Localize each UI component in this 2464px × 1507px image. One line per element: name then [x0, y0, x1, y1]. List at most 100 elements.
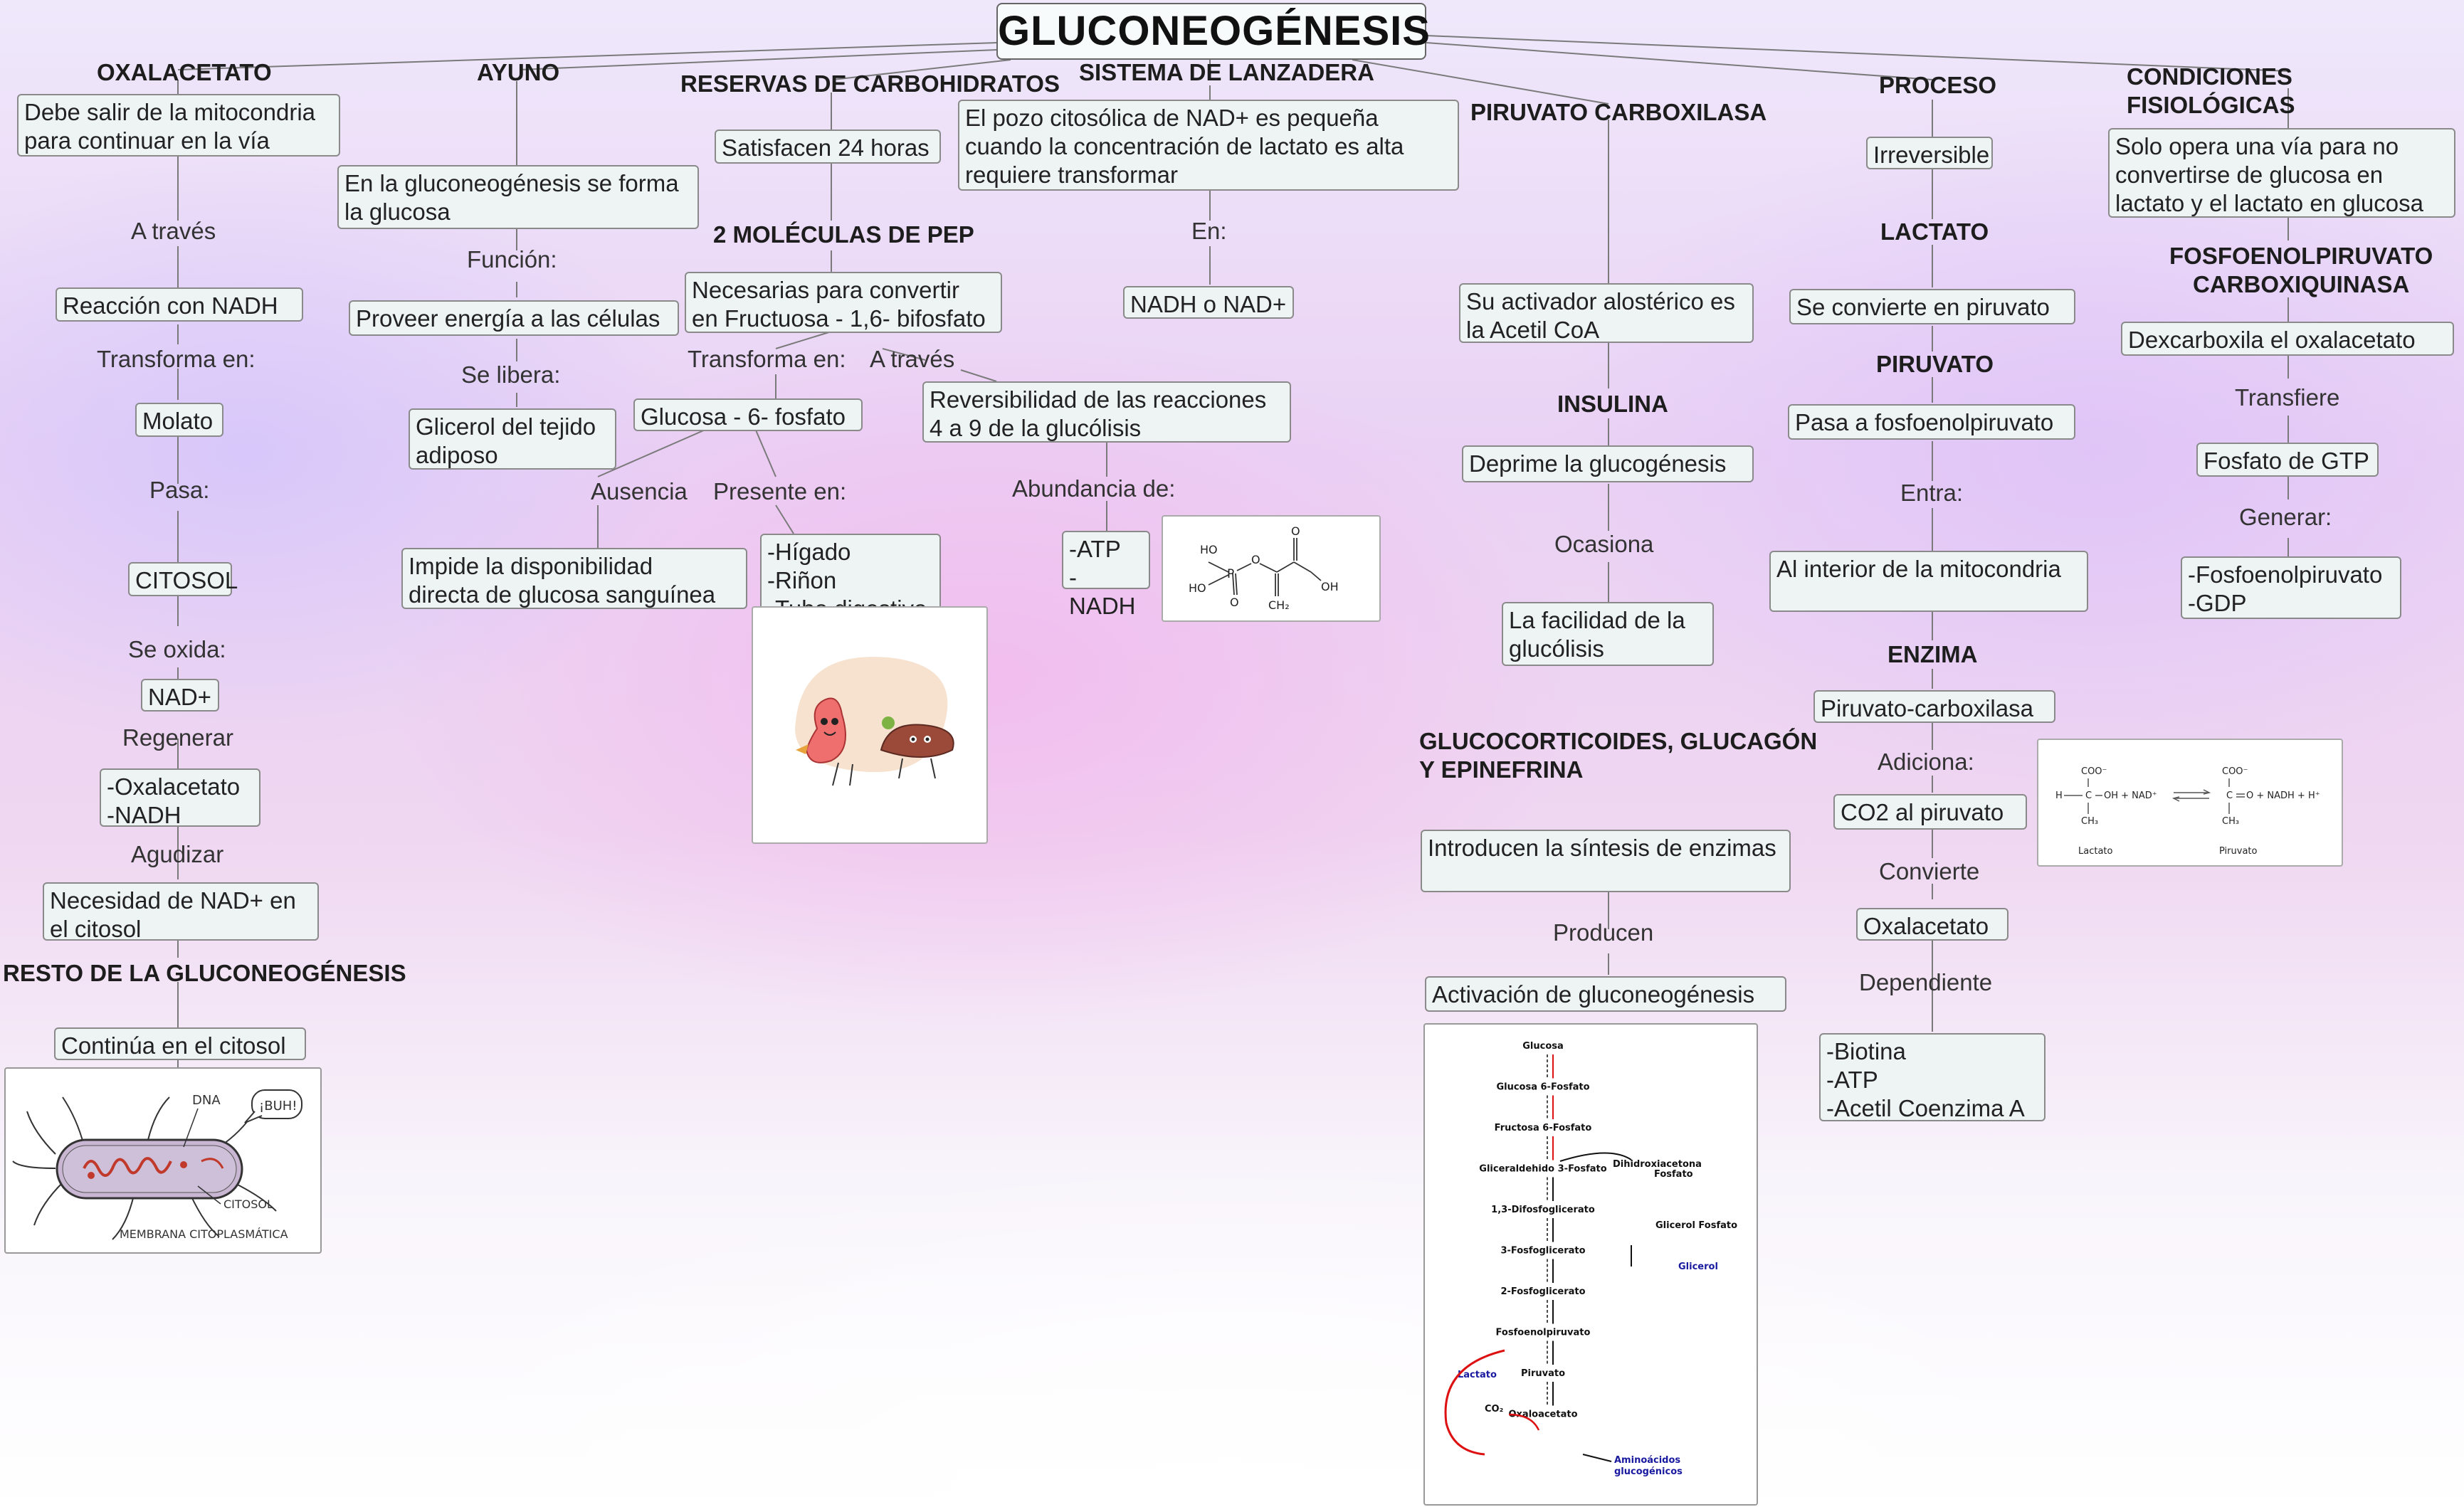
- rxn-ch3-2: CH₃: [2222, 816, 2239, 827]
- heading-resto-gluconeogenesis: RESTO DE LA GLUCONEOGÉNESIS: [3, 960, 406, 986]
- label-convierte: Convierte: [1879, 858, 1980, 884]
- pathway-step: 3-Fosfoglicerato: [1500, 1246, 1585, 1257]
- node-fosfato-gtp: Fosfato de GTP: [2196, 443, 2379, 477]
- node-glucosa-6-fosfato: Glucosa - 6- fosfato: [633, 398, 863, 431]
- citosol-label: CITOSOL: [223, 1197, 273, 1211]
- label-generar: Generar:: [2239, 504, 2332, 530]
- heading-condiciones-fisiologicas: CONDICIONES FISIOLÓGICAS: [2127, 63, 2295, 118]
- pathway-step: Glucosa 6-Fosfato: [1496, 1082, 1589, 1093]
- heading-insulina: INSULINA: [1557, 391, 1668, 417]
- pep-structure-image: HO HO P O O O OH CH₂: [1162, 515, 1381, 622]
- node-nadh-o-nad: NADH o NAD+: [1123, 286, 1294, 319]
- glicerol-fosfato-label: Glicerol Fosfato: [1655, 1220, 1737, 1231]
- rxn-h: H: [2055, 790, 2063, 801]
- label-ocasiona: Ocasiona: [1554, 531, 1654, 557]
- pathway-step: Fructosa 6-Fosfato: [1495, 1123, 1592, 1133]
- co2-label: CO₂: [1485, 1404, 1503, 1415]
- rxn-oh: OH + NAD⁺: [2104, 790, 2157, 801]
- pathway-step: Piruvato: [1521, 1368, 1565, 1379]
- node-oxalacetato-nadh: -Oxalacetato -NADH: [100, 768, 260, 828]
- heading-ayuno: AYUNO: [477, 59, 560, 85]
- label-en: En:: [1191, 218, 1227, 244]
- buh-label: ¡BUH!: [259, 1099, 298, 1114]
- heading-lactato: LACTATO: [1880, 218, 1989, 245]
- node-salir-mitocondria: Debe salir de la mitocondria para contin…: [17, 94, 340, 157]
- label-entra: Entra:: [1900, 480, 1964, 506]
- heading-fosfoenolpiruvato-carboxiquinasa: FOSFOENOLPIRUVATO CARBOXIQUINASA: [2169, 243, 2433, 297]
- node-glicerol-adiposo: Glicerol del tejido adiposo: [409, 408, 616, 470]
- lactato-label: Lactato: [1458, 1370, 1497, 1380]
- label-agudizar: Agudizar: [131, 841, 224, 867]
- label-pasa: Pasa:: [149, 477, 210, 503]
- heading-sistema-lanzadera: SISTEMA DE LANZADERA: [1079, 59, 1374, 85]
- node-satisfacen-24h: Satisfacen 24 horas: [715, 129, 941, 164]
- heading-piruvato: PIRUVATO: [1876, 351, 1994, 377]
- label-se-libera: Se libera:: [461, 361, 561, 388]
- label-presente-en: Presente en:: [713, 478, 847, 504]
- node-reaccion-nadh: Reacción con NADH: [56, 287, 303, 322]
- lactato-piruvato-reaction: COO⁻ H C OH + NAD⁺ CH₃ Lactato COO⁻ C O …: [2037, 739, 2343, 867]
- rxn-c-1: C: [2085, 790, 2092, 801]
- organs-illustration: [752, 606, 988, 844]
- label-regenerar: Regenerar: [122, 724, 233, 751]
- node-se-forma-glucosa: En la gluconeogénesis se forma la glucos…: [337, 165, 699, 229]
- pep-p: P: [1227, 567, 1234, 581]
- node-impide-disponibilidad: Impide la disponibilidad directa de gluc…: [401, 548, 747, 609]
- node-facilidad-glucolisis: La facilidad de la glucólisis: [1502, 602, 1714, 666]
- node-reversibilidad: Reversibilidad de las reacciones 4 a 9 d…: [922, 381, 1291, 443]
- pathway-step: 1,3-Difosfoglicerato: [1491, 1205, 1595, 1215]
- node-oxalacetato: Oxalacetato: [1856, 908, 2008, 941]
- pep-ch2: CH₂: [1268, 598, 1290, 612]
- node-interior-mitocondria: Al interior de la mitocondria: [1769, 551, 2088, 612]
- label-dependiente: Dependiente: [1859, 969, 1993, 995]
- node-deprime-glucogenesis: Deprime la glucogénesis: [1462, 445, 1754, 482]
- fosfato-label-2: Fosfato: [1654, 1169, 1693, 1180]
- heading-oxalacetato: OXALACETATO: [97, 59, 272, 85]
- label-funcion: Función:: [467, 246, 557, 273]
- heading-reservas-carbohidratos: RESERVAS DE CARBOHIDRATOS: [680, 70, 1060, 97]
- membrana-label: MEMBRANA CITOPLASMÁTICA: [120, 1227, 288, 1241]
- glucogenicos-label: glucogénicos: [1614, 1466, 1683, 1477]
- label-transforma-en-2: Transforma en:: [688, 346, 846, 372]
- dihidroxiacetona-label: Dihidroxiacetona: [1613, 1159, 1702, 1170]
- pathway-step: Fosfoenolpiruvato: [1496, 1328, 1591, 1338]
- node-citosol: CITOSOL: [128, 562, 238, 596]
- page-title: GLUCONEOGÉNESIS: [996, 3, 1430, 60]
- node-continua-citosol: Continúa en el citosol: [54, 1027, 306, 1060]
- node-atp-nadh: -ATP -NADH: [1062, 531, 1150, 619]
- heading-enzima: ENZIMA: [1888, 641, 1978, 667]
- label-abundancia-de: Abundancia de:: [1012, 475, 1176, 502]
- node-biotina-atp-acetil: -Biotina -ATP -Acetil Coenzima A: [1819, 1033, 2046, 1121]
- pathway-step: 2-Fosfoglicerato: [1500, 1286, 1585, 1297]
- node-piruvato-carboxilasa: Piruvato-carboxilasa: [1813, 690, 2055, 723]
- node-activacion-gluconeogenesis: Activación de gluconeogénesis: [1425, 976, 1786, 1012]
- label-ausencia: Ausencia: [591, 478, 688, 504]
- label-transfiere: Transfiere: [2235, 384, 2340, 411]
- aminoacidos-label: Aminoácidos: [1614, 1455, 1680, 1466]
- node-fosfoenolpiruvato-gdp: -Fosfoenolpiruvato -GDP: [2181, 556, 2401, 619]
- label-a-traves-2: A través: [870, 346, 955, 372]
- node-irreversible: Irreversible: [1866, 137, 1993, 169]
- bacteria-illustration: DNA ¡BUH! CITOSOL MEMBRANA CITOPLASMÁTIC…: [4, 1067, 322, 1254]
- label-adiciona: Adiciona:: [1878, 749, 1974, 775]
- node-solo-opera: Solo opera una vía para no convertirse d…: [2108, 128, 2455, 218]
- pep-o-1: O: [1230, 596, 1239, 609]
- label-transforma-en: Transforma en:: [97, 346, 256, 372]
- pep-oh: OH: [1321, 580, 1339, 593]
- rxn-coo-1: COO⁻: [2081, 766, 2107, 777]
- heading-proceso: PROCESO: [1879, 72, 1997, 98]
- rxn-ch3-1: CH₃: [2081, 816, 2098, 827]
- rxn-o: O + NADH + H⁺: [2246, 790, 2320, 801]
- pathway-step: Gliceraldehido 3-Fosfato: [1479, 1164, 1606, 1175]
- node-convierte-piruvato: Se convierte en piruvato: [1789, 289, 2075, 324]
- node-proveer-energia: Proveer energía a las células: [349, 300, 679, 336]
- node-necesidad-nad: Necesidad de NAD+ en el citosol: [43, 882, 319, 942]
- node-pasa-fosfoenolpiruvato: Pasa a fosfoenolpiruvato: [1788, 404, 2075, 440]
- node-activador-alosterico: Su activador alostérico es la Acetil CoA: [1459, 283, 1754, 343]
- heading-2-moleculas-pep: 2 MOLÉCULAS DE PEP: [713, 221, 974, 248]
- rxn-lactato: Lactato: [2078, 846, 2113, 857]
- pathway-step: Glucosa: [1522, 1041, 1564, 1052]
- label-producen: Producen: [1553, 919, 1654, 946]
- node-molato: Molato: [135, 403, 223, 437]
